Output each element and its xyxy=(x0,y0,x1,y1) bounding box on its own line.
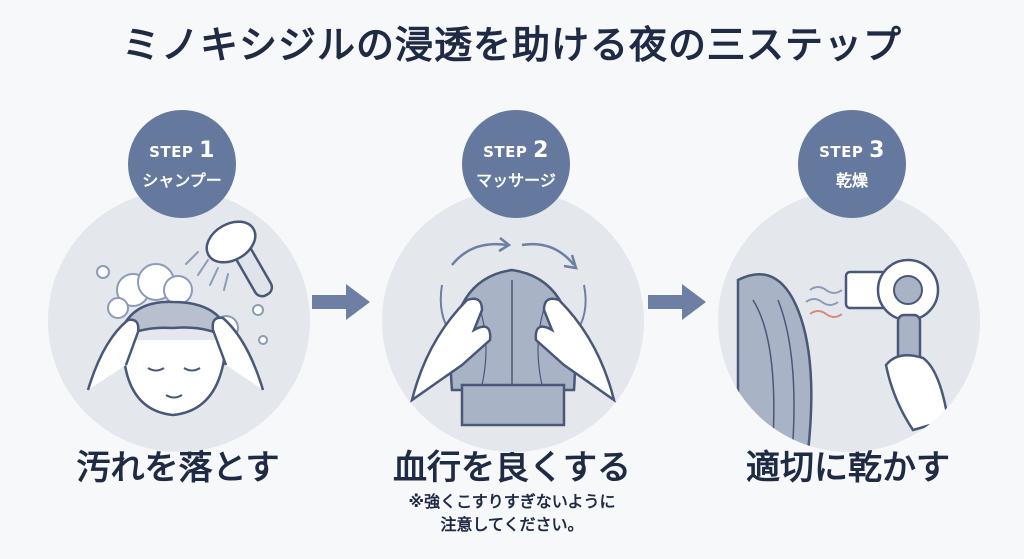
step-name: マッサージ xyxy=(476,170,556,190)
scalp-massage-illustration xyxy=(382,190,644,452)
shampoo-illustration-icon xyxy=(86,220,274,417)
step-number: 1 xyxy=(199,137,215,163)
step-caption: 適切に乾かす xyxy=(746,448,950,488)
step-2-badge: STEP 2 マッサージ xyxy=(462,110,570,218)
step-3-panel: STEP 3 乾燥 適切に乾かす xyxy=(698,110,998,550)
step-number: 2 xyxy=(533,137,549,163)
step-word: STEP xyxy=(819,142,864,161)
step-name: シャンプー xyxy=(142,170,222,190)
step-caption: 血行を良くする xyxy=(393,448,631,488)
step-word: STEP xyxy=(149,142,194,161)
dryer-illustration-icon xyxy=(736,258,950,452)
caution-note: ※強くこすりすぎないように 注意してください。 xyxy=(362,490,662,536)
caution-note-line-2: 注意してください。 xyxy=(440,515,584,535)
step-1-badge: STEP 1 シャンプー xyxy=(128,110,236,218)
step-3-badge: STEP 3 乾燥 xyxy=(798,110,906,218)
step-number: 3 xyxy=(869,137,885,163)
right-arrow-icon xyxy=(646,282,708,322)
step-2-panel: STEP 2 マッサージ 血行を良くする ※強くこすりすぎないように 注意してく… xyxy=(362,110,662,550)
hair-dryer-illustration xyxy=(718,190,980,452)
step-word: STEP xyxy=(483,142,528,161)
step-caption: 汚れを落とす xyxy=(76,448,280,488)
page-title: ミノキシジルの浸透を助ける夜の三ステップ xyxy=(121,23,902,67)
right-arrow-icon xyxy=(310,282,372,322)
step-name: 乾燥 xyxy=(835,170,868,190)
step-1-panel: STEP 1 シャンプー xyxy=(28,110,328,550)
caution-note-line-1: ※強くこすりすぎないように xyxy=(408,492,616,511)
massage-illustration-icon xyxy=(409,237,617,427)
shampoo-shower-illustration xyxy=(48,190,310,452)
